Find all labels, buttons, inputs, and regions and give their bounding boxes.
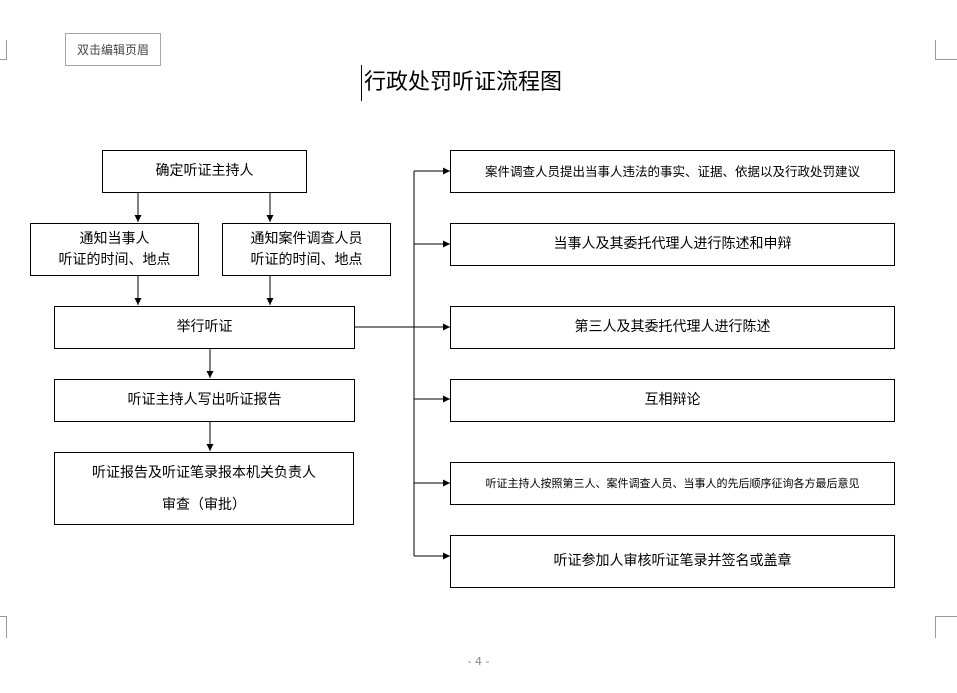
text-cursor: [361, 65, 362, 101]
crop-mark-top-left-h: [0, 59, 7, 60]
box-appoint-host: 确定听证主持人: [102, 150, 307, 193]
crop-mark-bottom-right-h: [935, 616, 957, 617]
box-notify-investigator: 通知案件调查人员 听证的时间、地点: [222, 223, 391, 276]
box-step-2-text: 当事人及其委托代理人进行陈述和申辩: [553, 236, 792, 252]
crop-mark-bottom-left-v: [6, 616, 7, 638]
box-hold-hearing: 举行听证: [54, 306, 355, 349]
box-review-line1: 听证报告及听证笔录报本机关负责人: [92, 464, 316, 481]
box-step-6-text: 听证参加人审核听证笔录并签名或盖章: [553, 553, 792, 569]
box-step-investigator-proposal: 案件调查人员提出当事人违法的事实、证据、依据以及行政处罚建议: [450, 150, 895, 193]
edit-header-button[interactable]: 双击编辑页眉: [65, 33, 161, 66]
box-notify-party-line1: 通知当事人: [79, 230, 150, 247]
box-step-3-text: 第三人及其委托代理人进行陈述: [574, 319, 771, 335]
crop-mark-top-left-v: [6, 40, 7, 60]
box-step-debate: 互相辩论: [450, 379, 895, 422]
box-step-5-text: 听证主持人按照第三人、案件调查人员、当事人的先后顺序征询各方最后意见: [485, 477, 860, 490]
crop-mark-top-right-v: [935, 40, 936, 60]
box-notify-party-line2: 听证的时间、地点: [58, 251, 171, 268]
box-step-1-text: 案件调查人员提出当事人违法的事实、证据、依据以及行政处罚建议: [484, 164, 860, 179]
crop-mark-top-right-h: [935, 59, 957, 60]
box-step-final-opinions: 听证主持人按照第三人、案件调查人员、当事人的先后顺序征询各方最后意见: [450, 462, 895, 505]
box-step-sign-record: 听证参加人审核听证笔录并签名或盖章: [450, 535, 895, 588]
box-hold-hearing-text: 举行听证: [176, 319, 233, 335]
box-review-line2: 审查（审批）: [162, 496, 246, 513]
crop-mark-bottom-left-h: [0, 616, 7, 617]
box-notify-investigator-line2: 听证的时间、地点: [250, 251, 363, 268]
page-number: - 4 -: [467, 655, 490, 668]
box-appoint-host-text: 确定听证主持人: [155, 163, 254, 179]
box-hearing-report: 听证主持人写出听证报告: [54, 379, 355, 422]
box-review: 听证报告及听证笔录报本机关负责人 审查（审批）: [54, 452, 354, 525]
box-hearing-report-text: 听证主持人写出听证报告: [127, 392, 282, 408]
crop-mark-bottom-right-v: [935, 616, 936, 638]
page-title[interactable]: 行政处罚听证流程图: [364, 70, 563, 95]
box-notify-investigator-line1: 通知案件调查人员: [250, 230, 363, 247]
box-step-third-party-statement: 第三人及其委托代理人进行陈述: [450, 306, 895, 349]
box-step-4-text: 互相辩论: [644, 392, 701, 408]
box-step-party-statement: 当事人及其委托代理人进行陈述和申辩: [450, 223, 895, 266]
box-notify-party: 通知当事人 听证的时间、地点: [30, 223, 199, 276]
